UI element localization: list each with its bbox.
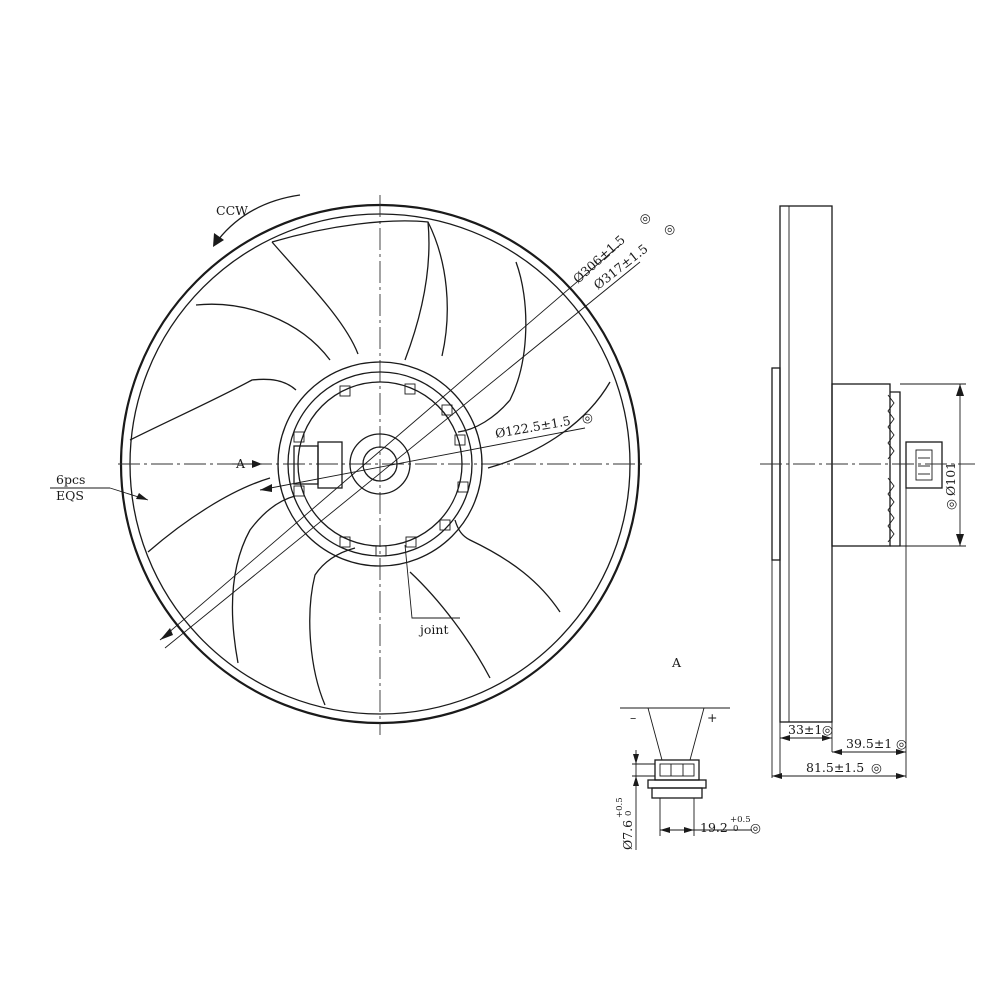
dim-arrow bbox=[633, 776, 639, 786]
clip bbox=[454, 434, 466, 446]
blade bbox=[309, 547, 356, 706]
blade bbox=[487, 381, 611, 469]
dia-122-leader bbox=[259, 427, 586, 491]
len-7-label-group: Ø7.6 +0.5 0 bbox=[615, 797, 635, 850]
ccw-arrow-arc bbox=[217, 194, 301, 241]
hub-clips bbox=[293, 383, 469, 557]
dia-306-leader bbox=[159, 244, 621, 641]
view-a-marker: A bbox=[235, 456, 246, 471]
clip bbox=[293, 485, 305, 497]
detail-wire-plus bbox=[689, 707, 705, 761]
view-a-arrow bbox=[252, 460, 262, 468]
clip bbox=[339, 385, 351, 397]
len-33-mark: ◎ bbox=[822, 722, 833, 737]
len-39-mark: ◎ bbox=[896, 736, 907, 751]
blade bbox=[271, 220, 448, 357]
dim-arrow bbox=[956, 534, 964, 546]
len-81-label: 81.5±1.5 bbox=[806, 760, 864, 775]
dim-arrow bbox=[896, 773, 906, 779]
len-81-mark: ◎ bbox=[871, 760, 882, 775]
dia-306-mark: ◎ bbox=[635, 209, 653, 228]
blade bbox=[129, 378, 297, 441]
dim-arrow bbox=[633, 754, 639, 764]
dim-arrow bbox=[896, 749, 906, 755]
motor-break-bottom bbox=[887, 477, 895, 543]
dim-arrow bbox=[822, 735, 832, 741]
side-connector bbox=[905, 441, 943, 489]
dim-arrow bbox=[660, 827, 670, 833]
dia-122-label: Ø122.5±1.5 bbox=[494, 413, 572, 441]
joint-leader bbox=[404, 544, 460, 619]
detail-a-title: A bbox=[671, 655, 682, 670]
len-19-tol-upper: +0.5 bbox=[730, 815, 751, 825]
motor-body bbox=[831, 383, 891, 547]
dia-101-label: Ø101 bbox=[943, 462, 958, 496]
dim-arrow bbox=[772, 773, 782, 779]
detail-connector-head bbox=[654, 759, 700, 781]
hub-connector-body bbox=[317, 441, 343, 489]
ccw-label: CCW bbox=[216, 203, 248, 218]
blade bbox=[147, 477, 271, 553]
detail-connector-pins bbox=[659, 763, 695, 777]
len-33-label: 33±1 bbox=[788, 722, 822, 737]
dia-122-mark: ◎ bbox=[581, 409, 594, 426]
clip bbox=[457, 481, 469, 493]
plus-label: + bbox=[707, 710, 717, 725]
side-connector-pins bbox=[915, 449, 933, 481]
dia-306-arrow bbox=[160, 628, 173, 640]
len-7-tol-upper: +0.5 bbox=[615, 797, 625, 818]
hub-outer bbox=[277, 361, 483, 567]
blade bbox=[231, 495, 296, 664]
blade bbox=[195, 303, 331, 361]
dia-122-arrow bbox=[260, 484, 272, 492]
minus-label: – bbox=[630, 710, 636, 725]
clip bbox=[293, 431, 305, 443]
clip bbox=[404, 383, 416, 395]
dim-arrow bbox=[956, 384, 964, 396]
blade bbox=[404, 221, 430, 361]
clip bbox=[405, 536, 417, 548]
dia-101-mark: ◎ bbox=[943, 499, 958, 510]
joint-label: joint bbox=[418, 622, 448, 637]
len-19-mark: ◎ bbox=[750, 820, 761, 835]
len-19-tol-lower: 0 bbox=[733, 824, 738, 834]
dia-317-leader bbox=[164, 261, 641, 649]
len-7-tol-lower: 0 bbox=[624, 811, 634, 816]
dia-101-label-group: ◎ Ø101 bbox=[943, 462, 958, 510]
blade bbox=[454, 519, 561, 613]
dim-arrow bbox=[684, 827, 694, 833]
clip bbox=[339, 536, 351, 548]
len-7-label: Ø7.6 bbox=[620, 820, 635, 850]
fan-blades bbox=[129, 220, 611, 706]
clip bbox=[441, 404, 453, 416]
clip bbox=[375, 545, 387, 557]
blades-count-label: 6pcs bbox=[56, 472, 85, 487]
front-view bbox=[50, 194, 645, 735]
blades-spacing-label: EQS bbox=[56, 488, 84, 503]
dim-arrow bbox=[780, 735, 790, 741]
motor-cap bbox=[890, 391, 901, 547]
detail-wire-minus bbox=[647, 707, 663, 761]
clip bbox=[439, 519, 451, 531]
shaft-bore bbox=[349, 433, 411, 495]
len-39-label: 39.5±1 bbox=[846, 736, 892, 751]
detail-connector-base bbox=[651, 787, 703, 799]
eqs-arrow bbox=[136, 493, 148, 500]
blade bbox=[457, 261, 527, 433]
detail-connector-flange bbox=[647, 779, 707, 789]
blade bbox=[271, 241, 359, 355]
detail-a-view bbox=[620, 707, 752, 850]
dia-317-mark: ◎ bbox=[660, 220, 678, 239]
blade bbox=[409, 571, 491, 679]
dim-arrow bbox=[832, 749, 842, 755]
len-19-label: 19.2 bbox=[700, 820, 728, 835]
side-view bbox=[760, 205, 975, 779]
ccw-arrow-head bbox=[213, 233, 224, 247]
motor-break-top bbox=[887, 394, 895, 460]
